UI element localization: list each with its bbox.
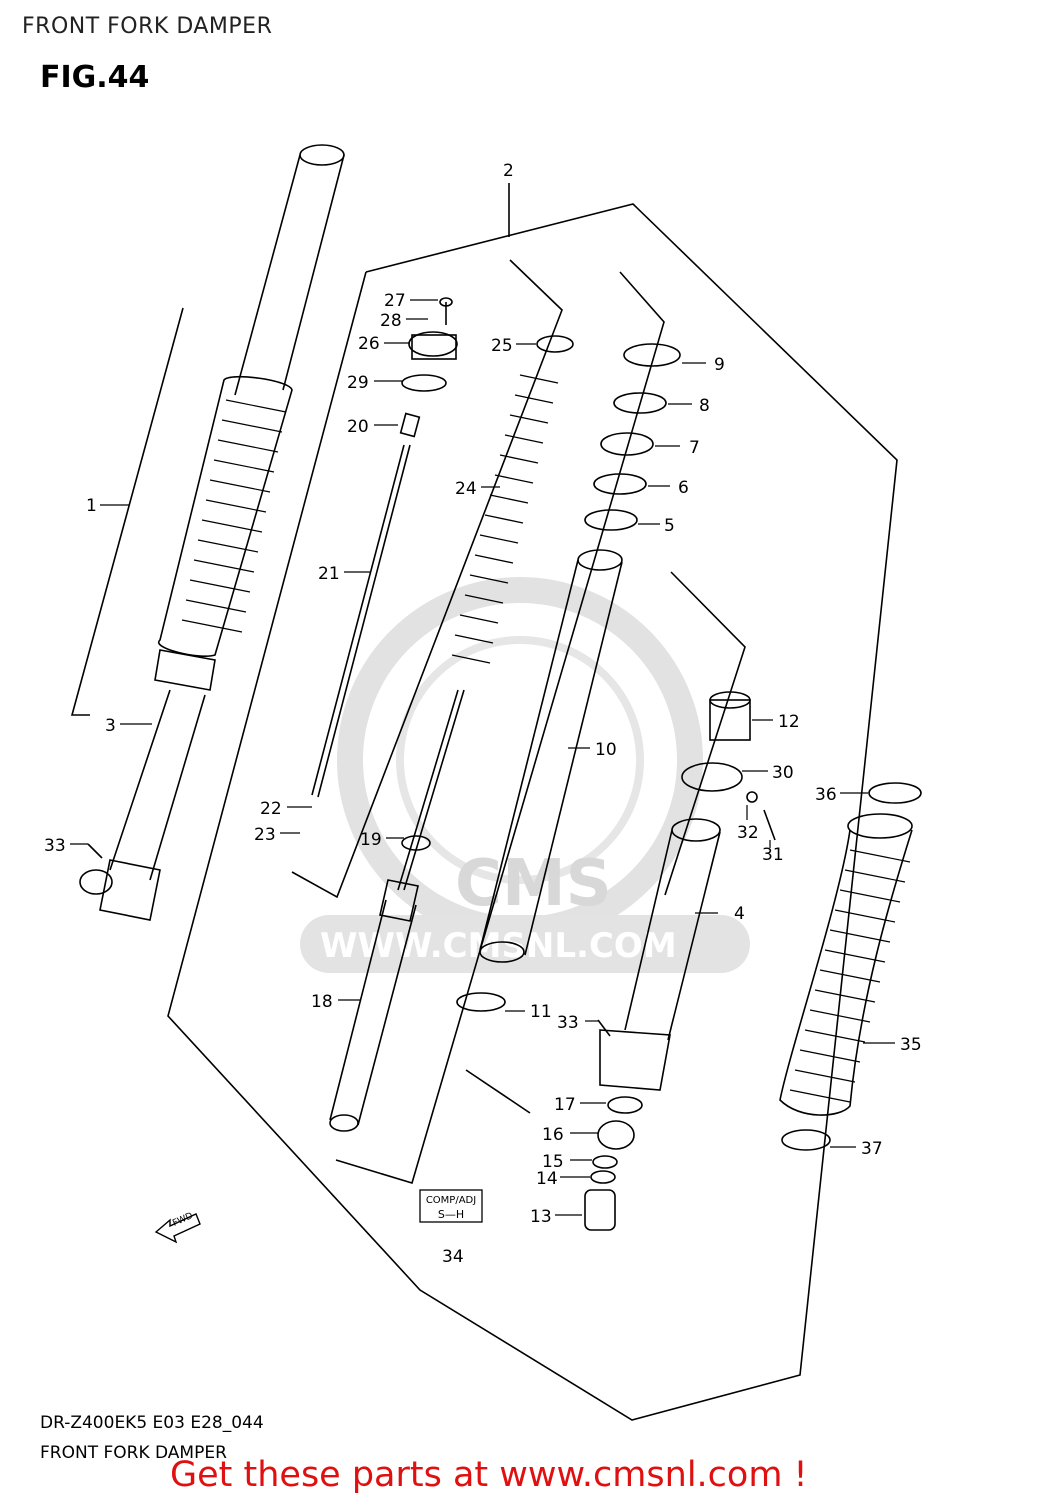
callout-14: 14 [536,1169,558,1189]
callout-9: 9 [714,355,725,375]
callout-6: 6 [678,478,689,498]
callout-2: 2 [503,161,514,181]
callout-33-right: 33 [557,1013,579,1033]
s-h-text: S—H [438,1208,464,1221]
callout-15: 15 [542,1152,564,1172]
callout-30: 30 [772,763,794,783]
callout-21: 21 [318,564,340,584]
cta-link[interactable]: Get these parts at www.cmsnl.com ! [170,1455,808,1495]
callout-23: 23 [254,825,276,845]
callout-36: 36 [815,785,837,805]
comp-adj-decal: COMP/ADJ S—H [419,1189,483,1223]
callout-33-left: 33 [44,836,66,856]
callout-4: 4 [734,904,745,924]
callout-17: 17 [554,1095,576,1115]
callout-22: 22 [260,799,282,819]
callout-28: 28 [380,311,402,331]
callout-24: 24 [455,479,477,499]
page-heading: FRONT FORK DAMPER [22,14,273,39]
watermark-logo-text: CMS [455,847,612,921]
callout-25: 25 [491,336,513,356]
callout-37: 37 [861,1139,883,1159]
callout-26: 26 [358,334,380,354]
dust-boot-left [181,399,287,633]
watermark-logo: CMS WWW.CMSNL.COM [300,577,750,973]
fwd-label: FWD [171,1211,194,1229]
callout-18: 18 [311,992,333,1012]
callout-31: 31 [762,845,784,865]
diagram-reference-code: DR-Z400EK5 E03 E28_044 [40,1413,264,1433]
callout-1: 1 [86,496,97,516]
callout-10: 10 [595,740,617,760]
callout-34: 34 [442,1247,464,1267]
callout-11: 11 [530,1002,552,1022]
comp-adj-text: COMP/ADJ [426,1195,476,1206]
callout-35: 35 [900,1035,922,1055]
callout-8: 8 [699,396,710,416]
callout-16: 16 [542,1125,564,1145]
callout-7: 7 [689,438,700,458]
figure-number: FIG.44 [40,60,150,95]
footer-title: FRONT FORK DAMPER [40,1443,227,1463]
callout-19: 19 [360,830,382,850]
assembly-outline [167,203,898,1421]
callout-32: 32 [737,823,759,843]
callout-12: 12 [778,712,800,732]
callout-20: 20 [347,417,369,437]
callout-5: 5 [664,516,675,536]
callout-3: 3 [105,716,116,736]
outer-fork-tube [79,144,345,921]
callout-27: 27 [384,291,406,311]
callout-numbers: 1 2 3 4 5 6 7 8 9 10 11 12 13 14 15 16 1… [44,161,922,1267]
callout-13: 13 [530,1207,552,1227]
fork-spring [451,374,559,664]
callout-29: 29 [347,373,369,393]
watermark-url: WWW.CMSNL.COM [320,926,677,966]
